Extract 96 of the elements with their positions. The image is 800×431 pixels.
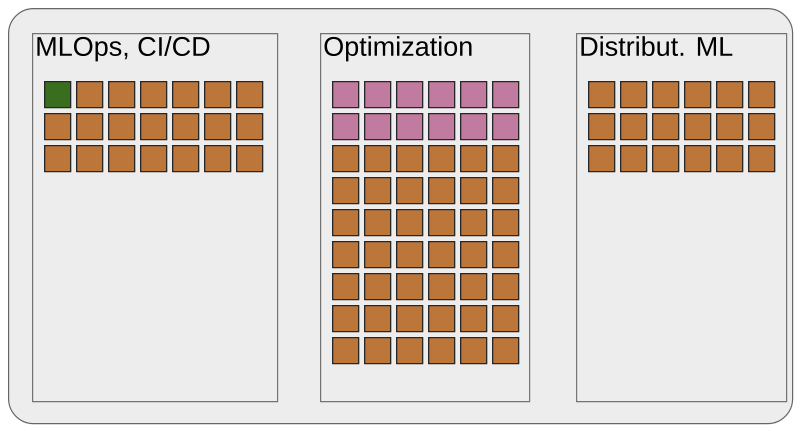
square-tile [108,145,136,172]
square-tile [396,209,424,236]
square-tile [652,145,680,172]
square-tile [364,305,392,332]
square-tile [652,113,680,140]
square-tile [460,241,488,268]
square-tile [396,177,424,204]
square-tile [396,113,424,140]
square-tile [364,145,392,172]
square-tile [204,145,232,172]
square-tile [236,113,264,140]
square-tile [396,337,424,364]
square-tile [460,177,488,204]
square-tile [364,177,392,204]
square-tile [332,113,360,140]
square-tile [44,113,72,140]
square-tile [428,81,456,108]
square-tile [76,113,104,140]
square-tile [428,113,456,140]
square-tile [396,305,424,332]
square-tile [492,113,520,140]
square-tile [332,177,360,204]
square-tile [364,241,392,268]
square-tile [204,81,232,108]
square-tile [140,81,168,108]
square-tile [44,81,72,108]
square-tile [492,305,520,332]
panel-heading: Optimization [324,36,472,62]
square-tile [236,81,264,108]
square-tile [428,337,456,364]
square-tile [332,337,360,364]
square-tile [716,145,744,172]
square-tile [460,337,488,364]
square-tile [140,145,168,172]
square-tile [332,209,360,236]
square-tile [172,145,200,172]
square-tile [332,305,360,332]
square-tile [204,113,232,140]
square-tile [684,113,712,140]
square-tile [172,81,200,108]
square-tile [460,209,488,236]
square-tile [332,81,360,108]
square-tile [492,177,520,204]
square-tile [332,241,360,268]
square-tile [492,337,520,364]
square-tile [396,145,424,172]
square-tile [492,273,520,300]
square-tile [460,145,488,172]
square-tile [364,273,392,300]
square-tile [460,81,488,108]
square-tile [364,337,392,364]
square-tile [332,273,360,300]
square-tile [460,273,488,300]
square-tile [140,113,168,140]
square-tile [428,177,456,204]
square-tile [492,145,520,172]
square-tile [748,113,776,140]
square-tile [748,145,776,172]
square-tile [108,81,136,108]
square-tile [620,81,648,108]
square-tile [236,145,264,172]
square-tile [460,113,488,140]
square-tile [684,81,712,108]
square-tile [364,113,392,140]
square-tile [588,81,616,108]
square-tile [364,209,392,236]
square-tile [620,113,648,140]
square-tile [428,209,456,236]
square-tile [396,241,424,268]
square-tile [76,145,104,172]
square-tile [716,81,744,108]
square-tile [108,113,136,140]
square-tile [76,81,104,108]
square-tile [428,273,456,300]
square-tile [428,145,456,172]
square-tile [44,145,72,172]
square-tile [396,273,424,300]
square-tile [428,305,456,332]
panel-heading: Distribut. ML [581,36,732,56]
square-tile [492,81,520,108]
square-tile [428,241,456,268]
panel-heading: MLOps, CI/CD [37,36,210,62]
square-tile [460,305,488,332]
square-tile [492,209,520,236]
square-tile [748,81,776,108]
square-tile [620,145,648,172]
square-tile [332,145,360,172]
square-tile [172,113,200,140]
square-tile [492,241,520,268]
square-tile [588,145,616,172]
square-tile [396,81,424,108]
square-tile [588,113,616,140]
square-tile [364,81,392,108]
square-tile [716,113,744,140]
square-tile [652,81,680,108]
square-tile [684,145,712,172]
